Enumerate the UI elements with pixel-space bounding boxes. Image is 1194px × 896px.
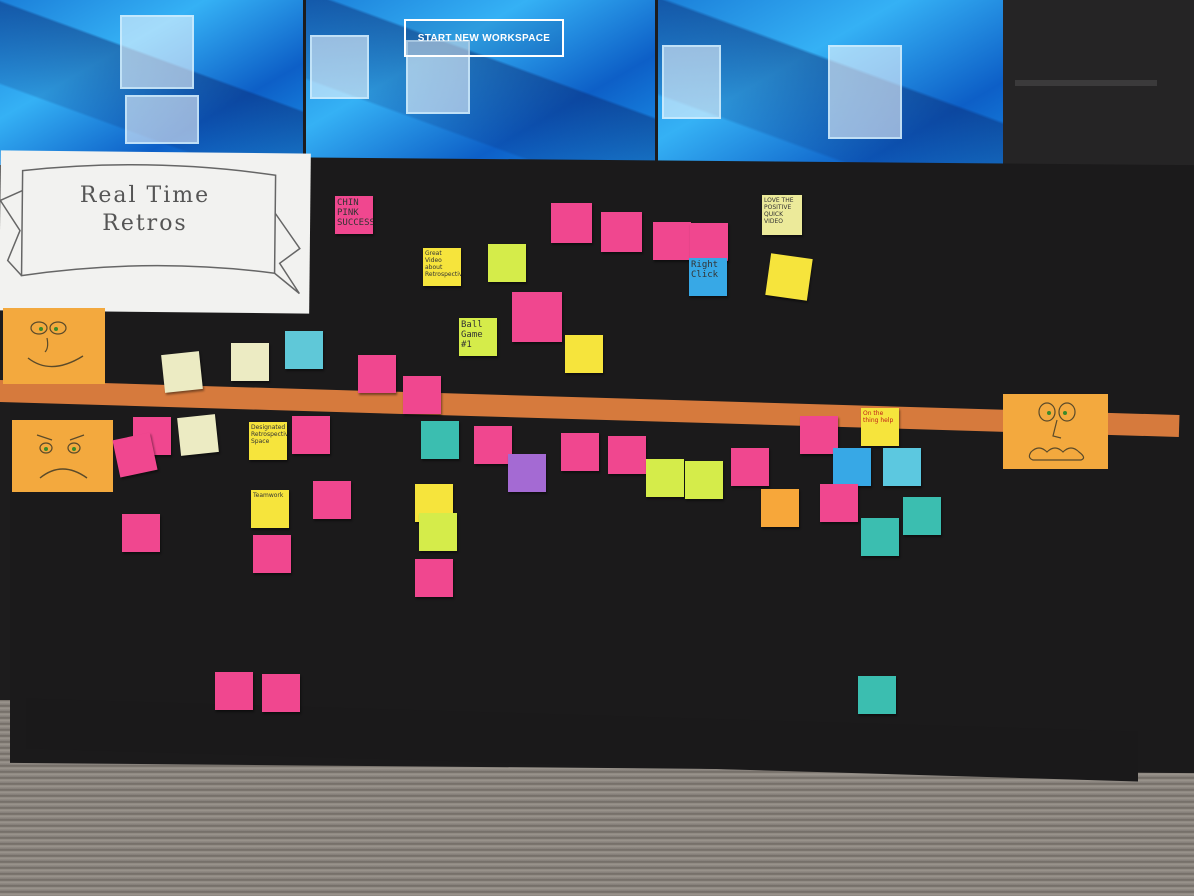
sticky-note	[292, 416, 330, 454]
note-text: On the thing help	[863, 410, 894, 424]
sticky-note: Designated Retrospective Space	[249, 422, 287, 460]
sticky-note	[161, 351, 203, 393]
sad-face-note	[12, 420, 113, 492]
sticky-note: On the thing help	[861, 408, 899, 446]
window-reflection	[406, 40, 470, 114]
sticky-note	[474, 426, 512, 464]
sticky-note	[253, 535, 291, 573]
sticky-note	[646, 459, 684, 497]
sticky-note	[601, 212, 642, 252]
note-text: Teamwork	[253, 492, 284, 499]
sticky-note: Right Click	[689, 258, 727, 296]
sticky-note	[551, 203, 592, 243]
sticky-note: Teamwork	[251, 490, 289, 528]
sticky-note	[421, 421, 459, 459]
sticky-note	[820, 484, 858, 522]
sticky-note	[561, 433, 599, 471]
sticky-note	[861, 518, 899, 556]
video-screen-right	[658, 0, 1025, 190]
sticky-note	[415, 559, 453, 597]
sad-face-icon	[36, 434, 88, 479]
banner-title-line1: Real Time	[79, 183, 211, 208]
sticky-note	[765, 253, 813, 301]
neutral-face-note	[1003, 394, 1108, 469]
window-reflection	[828, 45, 902, 139]
sticky-note	[883, 448, 921, 486]
note-text: Right Click	[691, 260, 719, 280]
sticky-note: Ball Game #1	[459, 318, 497, 356]
neutral-face-icon	[1028, 402, 1085, 461]
sticky-note	[903, 497, 941, 535]
sticky-note	[112, 432, 158, 478]
sticky-note	[690, 223, 728, 261]
note-text: LOVE THE POSITIVE QUICK VIDEO	[764, 197, 794, 225]
sticky-note	[731, 448, 769, 486]
note-text: CHIN PINK SUCCESS	[337, 198, 373, 228]
sticky-note: LOVE THE POSITIVE QUICK VIDEO	[762, 195, 802, 235]
sticky-note	[508, 454, 546, 492]
sticky-note	[833, 448, 871, 486]
ribbon-drawing	[0, 164, 301, 295]
banner-title: Real Time Retros	[60, 182, 230, 238]
note-text: Ball Game #1	[461, 320, 483, 350]
sticky-note	[285, 331, 323, 369]
video-screen-center	[306, 0, 655, 165]
note-text: Designated Retrospective Space	[251, 424, 287, 445]
sticky-note	[512, 292, 562, 342]
start-new-workspace-button[interactable]: START NEW WORKSPACE	[404, 19, 564, 57]
sticky-note	[122, 514, 160, 552]
sticky-note	[800, 416, 838, 454]
sticky-note	[858, 676, 896, 714]
sticky-note	[358, 355, 396, 393]
sticky-note	[488, 244, 526, 282]
window-reflection	[125, 95, 199, 144]
sticky-note	[177, 414, 219, 456]
note-text: Great Video about Retrospectives	[425, 250, 461, 278]
sticky-note	[685, 461, 723, 499]
happy-face-note	[3, 308, 105, 384]
window-reflection	[310, 35, 369, 99]
sticky-note	[262, 674, 300, 712]
sticky-note: Great Video about Retrospectives	[423, 248, 461, 286]
window-reflection	[662, 45, 721, 119]
sticky-note	[215, 672, 253, 710]
sticky-note: CHIN PINK SUCCESS	[335, 196, 373, 234]
shelf-divider	[1015, 80, 1157, 86]
shelf	[1003, 0, 1194, 195]
window-reflection	[120, 15, 194, 89]
sticky-note	[608, 436, 646, 474]
smiley-face-icon	[27, 321, 84, 368]
sticky-note	[761, 489, 799, 527]
banner-paper	[0, 150, 311, 314]
sticky-note	[313, 481, 351, 519]
sticky-note	[403, 376, 441, 414]
sticky-note	[231, 343, 269, 381]
sticky-note	[565, 335, 603, 373]
video-screen-left	[0, 0, 303, 165]
sticky-note	[419, 513, 457, 551]
sticky-note	[653, 222, 691, 260]
banner-title-line2: Retros	[102, 211, 188, 236]
